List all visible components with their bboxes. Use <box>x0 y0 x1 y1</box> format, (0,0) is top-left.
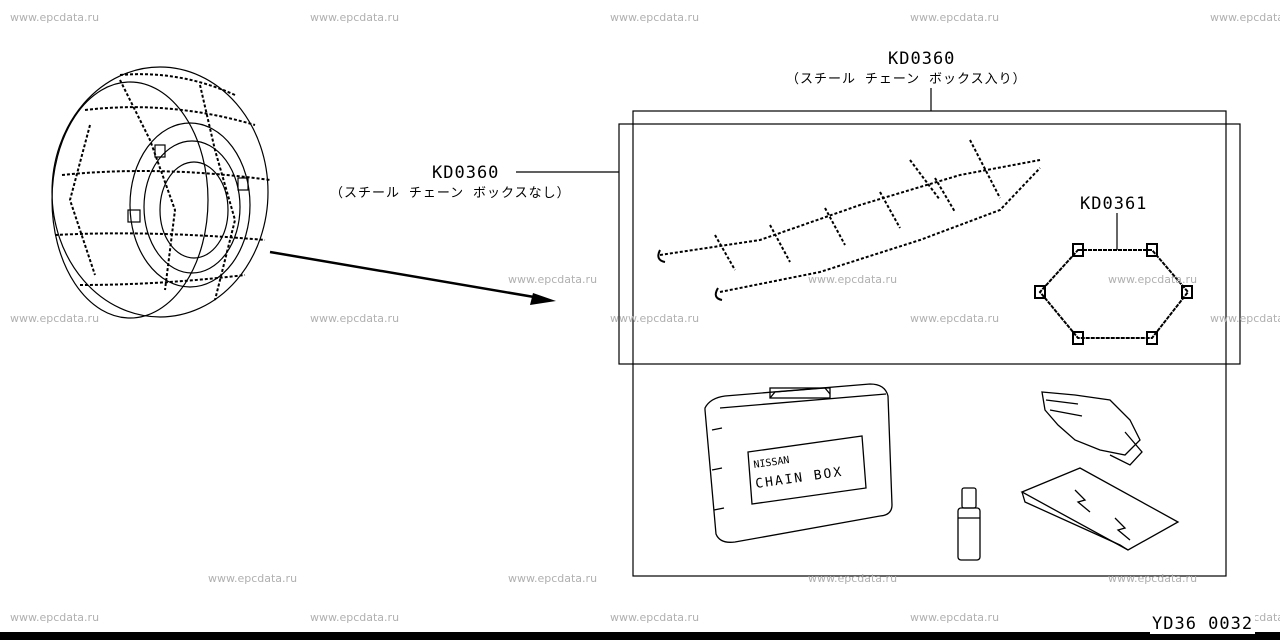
steel-chain-illustration <box>657 139 1041 301</box>
note-kit-with-box: （スチール チェーン ボックス入り） <box>786 72 1027 87</box>
cloth-illustration <box>1020 467 1180 551</box>
part-number-chain-band: KD0361 <box>1080 194 1148 214</box>
watermark: www.epcdata.ru <box>1210 11 1280 24</box>
watermark: www.epcdata.ru <box>910 611 1000 624</box>
watermark: www.epcdata.ru <box>910 11 1000 24</box>
part-number-kit-with-box: KD0360 <box>888 49 956 69</box>
watermark: www.epcdata.ru <box>610 312 700 325</box>
arrow-pointer <box>269 250 556 305</box>
watermark: www.epcdata.ru <box>508 273 598 286</box>
diagram-reference-code: YD36 0032 <box>1150 614 1256 634</box>
watermark: www.epcdata.ru <box>808 273 898 286</box>
watermark: www.epcdata.ru <box>508 572 598 585</box>
watermark: www.epcdata.ru <box>1108 572 1198 585</box>
watermark: www.epcdata.ru <box>610 11 700 24</box>
watermark: www.epcdata.ru <box>10 312 100 325</box>
watermark: www.epcdata.ru <box>10 611 100 624</box>
watermark: www.epcdata.ru <box>10 11 100 24</box>
note-kit-no-box: （スチール チェーン ボックスなし） <box>330 186 571 201</box>
box-brand-text: NISSAN <box>753 455 790 471</box>
chain-box-illustration <box>704 383 893 543</box>
bottom-border <box>0 632 1280 640</box>
bottle-illustration <box>957 487 981 561</box>
tire-with-chains-illustration <box>51 66 271 319</box>
watermark: www.epcdata.ru <box>910 312 1000 325</box>
watermark: www.epcdata.ru <box>1210 312 1280 325</box>
gloves-illustration <box>1041 391 1143 466</box>
chains-only-frame <box>618 123 1241 365</box>
watermark: www.epcdata.ru <box>808 572 898 585</box>
watermark: www.epcdata.ru <box>310 611 400 624</box>
watermark: www.epcdata.ru <box>610 611 700 624</box>
watermark: www.epcdata.ru <box>208 572 298 585</box>
watermark: www.epcdata.ru <box>1108 273 1198 286</box>
part-number-kit-no-box: KD0360 <box>432 163 500 183</box>
watermark: www.epcdata.ru <box>310 312 400 325</box>
watermark: www.epcdata.ru <box>310 11 400 24</box>
chain-band-illustration <box>1034 243 1193 345</box>
kit-with-box-frame <box>632 110 1227 577</box>
